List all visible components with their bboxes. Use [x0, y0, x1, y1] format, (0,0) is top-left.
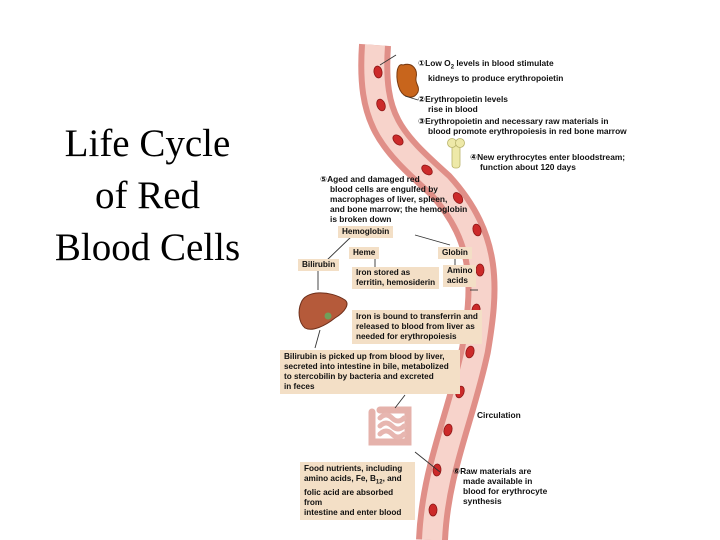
food-nutrients-line-1: Food nutrients, including: [304, 464, 403, 473]
bilirubin-box: Bilirubin is picked up from blood by liv…: [280, 350, 460, 394]
iron-stored-line-2: ferritin, hemosiderin: [356, 278, 436, 287]
food-nutrients-box: Food nutrients, including amino acids, F…: [300, 462, 415, 520]
step-6-line-1: Raw materials are: [460, 466, 532, 476]
rbc: [465, 345, 475, 359]
rbc: [443, 423, 453, 437]
step-4-line-2: function about 120 days: [480, 162, 576, 172]
circulation-label: Circulation: [477, 410, 521, 420]
step-5-line-5: is broken down: [330, 214, 392, 224]
step-2-label: ②Erythropoietin levels rise in blood: [418, 94, 508, 114]
step-6-line-2: made available in: [463, 476, 533, 486]
bone-marrow-icon: [447, 138, 465, 169]
step-5-line-2: blood cells are engulfed by: [330, 184, 438, 194]
food-nutrients-subscript: 12: [375, 479, 383, 486]
step-3-line-2: blood promote erythropoiesis in red bone…: [428, 126, 627, 136]
step-5-line-3: macrophages of liver, spleen,: [330, 194, 448, 204]
rbc: [428, 503, 438, 517]
heme-label: Heme: [349, 247, 380, 259]
step-1-text-a: Low O: [425, 58, 451, 68]
step-3-label: ③Erythropoietin and necessary raw materi…: [418, 116, 627, 136]
bilirubin-label: Bilirubin: [298, 259, 340, 271]
amino-acids-label: Amino acids: [443, 265, 477, 287]
bilirubin-box-line-4: in feces: [284, 382, 315, 391]
slide-title: Life Cycle of Red Blood Cells: [10, 118, 285, 274]
step-5-line-1: Aged and damaged red: [327, 174, 420, 184]
rbc: [452, 192, 464, 204]
food-nutrients-line-4: intestine and enter blood: [304, 507, 402, 517]
step-6-line-3: blood for erythrocyte: [463, 486, 548, 496]
step-2-number: ②: [418, 94, 426, 104]
step-5-line-4: and bone marrow; the hemoglobin: [330, 204, 468, 214]
step-1-text-b: levels in blood stimulate: [454, 58, 554, 68]
food-nutrients-line-2a: amino acids, Fe, B: [304, 474, 376, 483]
rbc: [392, 134, 404, 146]
step-6-label: ⑥Raw materials are made available in blo…: [453, 466, 547, 506]
red-blood-cells: [373, 65, 485, 517]
iron-stored-line-1: Iron stored as: [356, 268, 411, 277]
amino-acids-line-1: Amino: [447, 266, 473, 275]
iron-transferrin-line-3: needed for erythropoiesis: [356, 332, 457, 341]
rbc: [421, 164, 433, 176]
rbc: [376, 98, 386, 112]
hemoglobin-label: Hemoglobin: [338, 226, 394, 238]
iron-transferrin-line-1: Iron is bound to transferrin and: [356, 312, 478, 321]
rbc: [472, 223, 482, 237]
globin-label: Globin: [438, 247, 472, 259]
step-1-subscript: 2: [450, 64, 455, 71]
food-nutrients-line-3: folic acid are absorbed from: [304, 487, 394, 507]
rbc: [373, 65, 383, 79]
step-4-label: ④New erythrocytes enter bloodstream; fun…: [470, 152, 625, 172]
iron-transferrin-line-2: released to blood from liver as: [356, 322, 475, 331]
step-5-label: ⑤Aged and damaged red blood cells are en…: [320, 174, 467, 224]
step-4-line-1: New erythrocytes enter bloodstream;: [477, 152, 626, 162]
liver-icon: [298, 292, 348, 330]
step-4-number: ④: [470, 152, 478, 162]
step-1-text-c: kidneys to produce erythropoietin: [428, 72, 564, 83]
step-6-line-4: synthesis: [463, 496, 502, 506]
iron-transferrin-box: Iron is bound to transferrin and release…: [352, 310, 482, 344]
bilirubin-box-line-3: to stercobilin by bacteria and excreted: [284, 372, 434, 381]
bilirubin-box-line-1: Bilirubin is picked up from blood by liv…: [284, 352, 445, 361]
title-line-3: Blood Cells: [54, 226, 241, 269]
step-2-line-1: Erythropoietin levels: [425, 94, 508, 104]
food-nutrients-line-2b: , and: [382, 474, 402, 483]
iron-stored-label: Iron stored as ferritin, hemosiderin: [352, 267, 440, 289]
title-line-2: of Red: [94, 174, 201, 217]
intestine-icon: [368, 406, 412, 446]
rbc: [475, 263, 485, 277]
step-1-number: ①: [418, 58, 426, 68]
step-6-number: ⑥: [453, 466, 461, 476]
amino-acids-line-2: acids: [447, 276, 468, 285]
bilirubin-box-line-2: secreted into intestine in bile, metabol…: [284, 362, 449, 371]
step-1-label: ①Low O2 levels in blood stimulate kidney…: [418, 58, 563, 83]
arrows: [314, 54, 478, 473]
step-5-number: ⑤: [320, 174, 328, 184]
step-2-line-2: rise in blood: [428, 104, 478, 114]
title-line-1: Life Cycle: [64, 122, 231, 165]
kidney-icon: [396, 63, 419, 98]
step-3-number: ③: [418, 116, 426, 126]
step-3-line-1: Erythropoietin and necessary raw materia…: [425, 116, 609, 126]
